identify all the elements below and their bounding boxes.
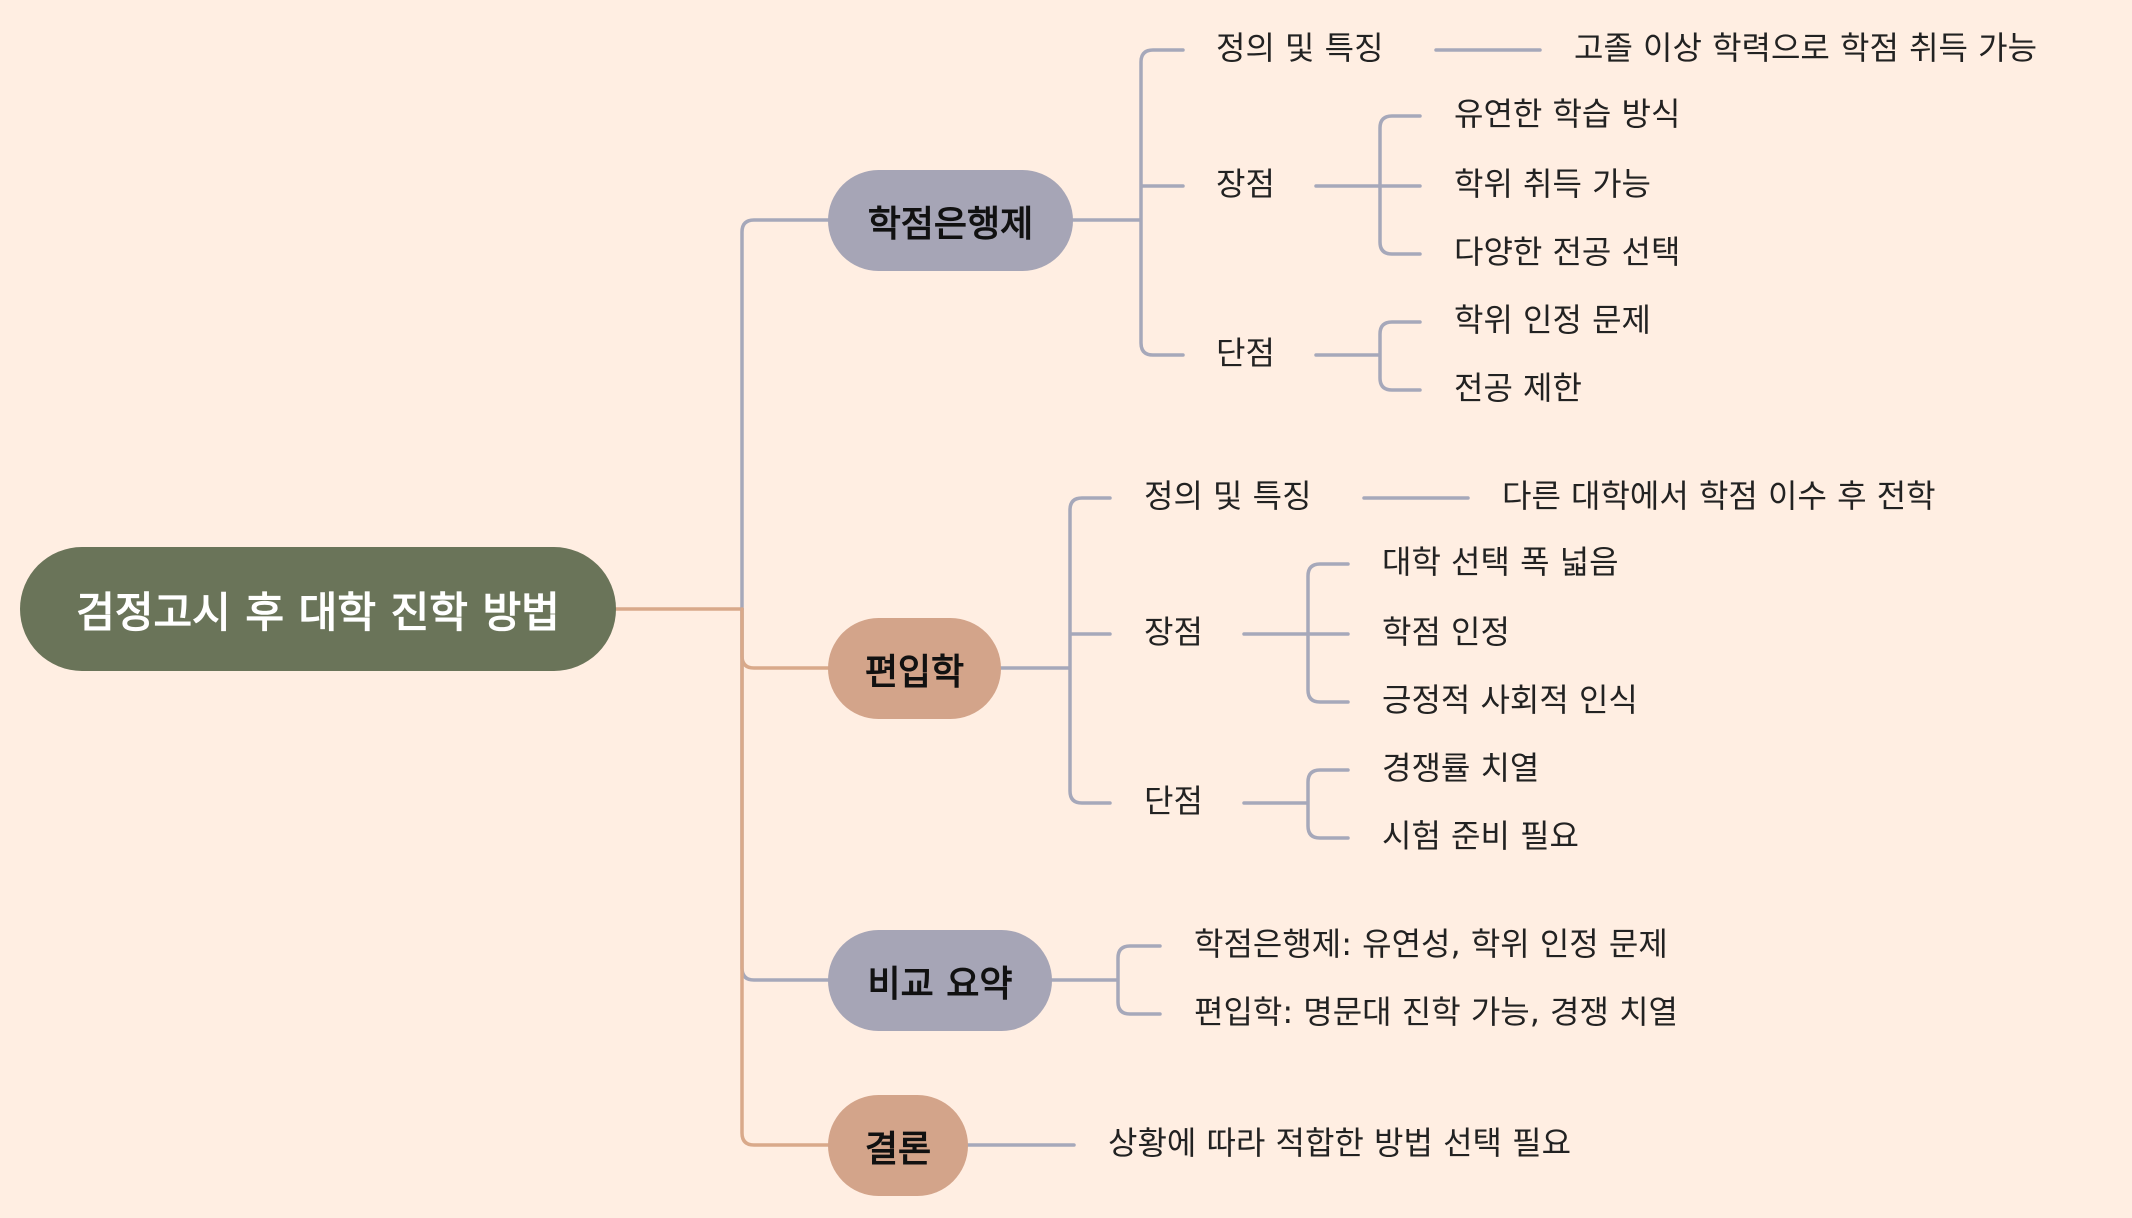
b2-pros-item[interactable]: 대학 선택 폭 넓음 xyxy=(1382,543,1619,581)
connector-b2-pros xyxy=(1242,562,1350,704)
b1-subtopic-cons[interactable]: 단점 xyxy=(1216,334,1275,372)
branch-label: 결론 xyxy=(864,1128,932,1170)
conclusion-item[interactable]: 상황에 따라 적합한 방법 선택 필요 xyxy=(1108,1124,1572,1162)
connector-b2-cons xyxy=(1242,768,1350,840)
b1-pros-item[interactable]: 다양한 전공 선택 xyxy=(1454,233,1681,271)
b1-definition-detail[interactable]: 고졸 이상 학력으로 학점 취득 가능 xyxy=(1574,29,2038,67)
branch-transfer[interactable]: 편입학 xyxy=(828,618,1001,719)
connector-root-to-branch-1 xyxy=(740,218,830,611)
b1-cons-item[interactable]: 학위 인정 문제 xyxy=(1454,301,1651,339)
b1-pros-item[interactable]: 학위 취득 가능 xyxy=(1454,165,1651,203)
branch-credit-bank[interactable]: 학점은행제 xyxy=(828,170,1073,271)
b2-cons-item[interactable]: 시험 준비 필요 xyxy=(1382,817,1579,855)
b2-pros-item[interactable]: 긍정적 사회적 인식 xyxy=(1382,681,1638,719)
b2-cons-item[interactable]: 경쟁률 치열 xyxy=(1382,749,1540,787)
b2-pros-item[interactable]: 학점 인정 xyxy=(1382,613,1510,651)
root-topic-label: 검정고시 후 대학 진학 방법 xyxy=(76,587,560,637)
b2-subtopic-pros[interactable]: 장점 xyxy=(1144,613,1203,651)
connector-branch-2 xyxy=(999,496,1112,805)
root-topic[interactable]: 검정고시 후 대학 진학 방법 xyxy=(20,547,616,671)
connector-b1-cons xyxy=(1314,320,1422,392)
b2-subtopic-definition[interactable]: 정의 및 특징 xyxy=(1144,477,1312,515)
branch-label: 학점은행제 xyxy=(867,203,1034,245)
branch-comparison[interactable]: 비교 요약 xyxy=(828,930,1052,1031)
connector-b1-pros xyxy=(1314,114,1422,256)
b1-subtopic-definition[interactable]: 정의 및 특징 xyxy=(1216,29,1384,67)
branch-label: 비교 요약 xyxy=(867,963,1013,1005)
connector-branch-1 xyxy=(1071,48,1185,357)
b1-cons-item[interactable]: 전공 제한 xyxy=(1454,369,1582,407)
comparison-item[interactable]: 학점은행제: 유연성, 학위 인정 문제 xyxy=(1194,925,1668,963)
comparison-item[interactable]: 편입학: 명문대 진학 가능, 경쟁 치열 xyxy=(1194,993,1678,1031)
connector-root-to-branch-3 xyxy=(740,607,830,982)
connector-branch-3 xyxy=(1050,944,1162,1016)
connector-root-to-branch-2 xyxy=(740,607,830,670)
branch-conclusion[interactable]: 결론 xyxy=(828,1095,968,1196)
b1-subtopic-pros[interactable]: 장점 xyxy=(1216,165,1275,203)
branch-label: 편입학 xyxy=(864,651,965,693)
b2-definition-detail[interactable]: 다른 대학에서 학점 이수 후 전학 xyxy=(1502,477,1936,515)
b2-subtopic-cons[interactable]: 단점 xyxy=(1144,782,1203,820)
connector-root-to-branch-4 xyxy=(740,607,830,1147)
b1-pros-item[interactable]: 유연한 학습 방식 xyxy=(1454,95,1681,133)
